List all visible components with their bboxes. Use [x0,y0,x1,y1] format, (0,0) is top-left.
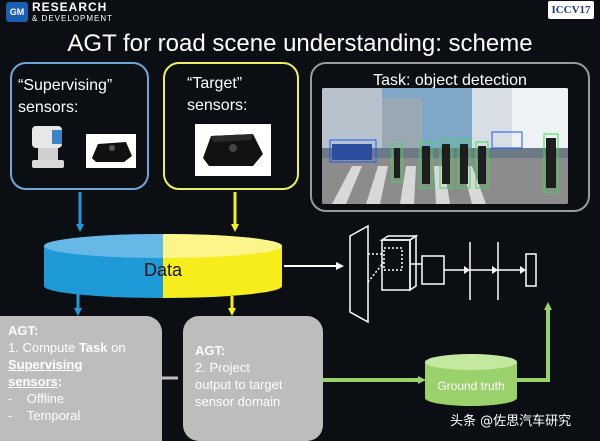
agt2-title: AGT: [195,343,226,358]
agt1-line1-prefix: 1. Compute [8,340,79,355]
agt1-line2: Supervising [8,356,154,373]
cnn-network-diagram [349,224,537,324]
supervising-label-2: sensors: [18,99,79,116]
supervising-label-1: “Supervising” [18,77,113,94]
agt1-line1-suffix: on [107,340,126,355]
task-box: Task: object detection [310,62,590,212]
agt1-line3: sensors: [8,373,154,390]
street-scene-image [322,88,568,204]
target-sensors-box: “Target” sensors: [163,62,299,190]
agt2-line2: output to target [195,377,283,392]
arrow-ground-truth-to-network [517,302,552,382]
brand-line1: RESEARCH [32,0,108,14]
watermark: 头条 @佐思汽车研究 [450,414,572,429]
sensor-camera-icon [86,134,136,168]
agt1-bullet1-text: Offline [26,391,65,406]
agt2-line1: 2. Project [195,360,250,375]
iccv-badge: ICCV17 [548,1,594,19]
data-label: Data [144,260,183,280]
gm-logo: GM [6,2,28,22]
agt1-line1: 1. Compute Task on [8,339,154,356]
target-label-1: “Target” [187,75,243,92]
agt1-line3-text: sensors [8,374,58,389]
ground-truth-cylinder [425,354,517,406]
agt1-line2-text: Supervising [8,357,83,372]
agt1-bullet2: - Temporal [8,408,81,423]
target-label-2: sensors: [187,97,248,114]
task-label: Task: object detection [373,72,527,89]
header: GM RESEARCH & DEVELOPMENT ICCV17 [0,0,600,24]
agt-step2-box: AGT: 2. Project output to target sensor … [183,316,323,441]
agt-step1-box: AGT: 1. Compute Task on Supervising sens… [0,316,162,441]
supervising-sensors-box: “Supervising” sensors: [10,62,149,190]
brand: RESEARCH & DEVELOPMENT [32,0,113,23]
lidar-sensor-icon [32,126,64,168]
agt1-line1-bold: Task [78,340,108,355]
target-camera-icon [195,124,271,176]
agt1-title: AGT: [8,323,39,338]
agt1-bullet1: - Offline [8,391,65,406]
slide-title: AGT for road scene understanding: scheme [67,30,533,57]
ground-truth-label: Ground truth [437,379,504,393]
agt1-line3-suffix: : [57,374,63,389]
brand-line2: & DEVELOPMENT [32,14,114,23]
data-cylinder [44,234,282,298]
agt2-line3: sensor domain [195,394,281,409]
agt1-bullet2-text: Temporal [26,408,81,423]
